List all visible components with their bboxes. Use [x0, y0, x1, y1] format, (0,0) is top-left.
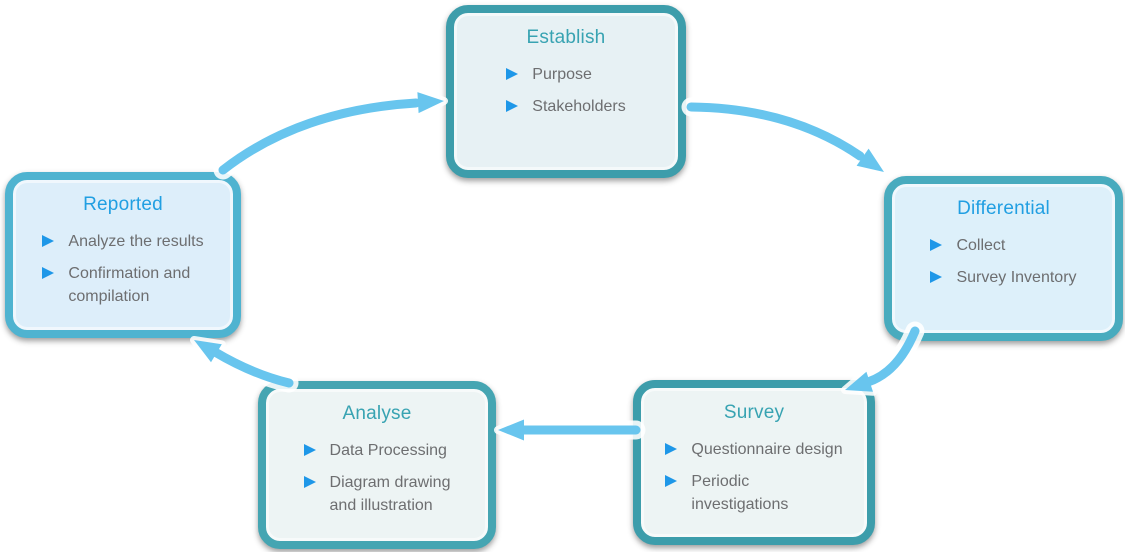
bullet-line: Data Processing — [329, 442, 447, 459]
bullet-line: Stakeholders — [532, 98, 626, 115]
box-title-establish: Establish — [526, 27, 606, 48]
bullet-item: Survey Inventory — [930, 266, 1077, 289]
bullet-item-text: Purpose — [532, 63, 592, 86]
bullet-line: Diagram drawing — [329, 474, 451, 491]
arrow-analyse-to-reported — [190, 336, 299, 393]
bullet-item-text: Stakeholders — [532, 95, 625, 118]
process-box-establish: Establish Purpose Stakeholders — [446, 5, 686, 178]
box-title-differential: Differential — [957, 198, 1050, 219]
bullet-triangle-icon — [303, 444, 316, 456]
bullet-triangle-icon — [930, 239, 943, 251]
bullet-line: compilation — [68, 288, 150, 305]
bullet-line: investigations — [691, 496, 789, 513]
bullet-item-text: Questionnaire design — [691, 438, 842, 461]
process-box-survey: Survey Questionnaire design Periodic inv… — [633, 380, 875, 545]
bullet-line: Periodic — [691, 473, 750, 490]
bullet-line: Collect — [956, 237, 1006, 254]
bullet-triangle-icon — [42, 267, 55, 279]
bullet-item: Collect — [930, 234, 1076, 257]
bullet-item-text: Periodic investigations — [691, 470, 788, 516]
bullet-item-text: Diagram drawing and illustration — [330, 471, 451, 517]
bullet-triangle-icon — [506, 100, 519, 112]
bullet-item: Stakeholders — [506, 95, 626, 118]
bullet-line: Questionnaire design — [691, 441, 843, 458]
bullet-item-text: Survey Inventory — [956, 266, 1076, 289]
bullet-triangle-icon — [506, 68, 519, 80]
bullet-triangle-icon — [665, 443, 678, 455]
arrow-reported-to-establish — [213, 88, 448, 180]
process-box-analyse: Analyse Data Processing Diagram drawing … — [258, 381, 496, 549]
bullet-item-text: Analyze the results — [68, 230, 203, 253]
bullet-item: Periodic investigations — [665, 470, 842, 516]
bullet-triangle-icon — [665, 475, 678, 487]
bullet-item-text: Data Processing — [330, 439, 447, 462]
bullet-item: Purpose — [506, 63, 625, 86]
bullet-list: Data Processing Diagram drawing and illu… — [276, 439, 478, 517]
box-title-analyse: Analyse — [342, 403, 412, 424]
bullet-item: Confirmation and compilation — [42, 262, 203, 308]
bullet-list: Collect Survey Inventory — [902, 234, 1105, 289]
box-title-survey: Survey — [723, 402, 785, 423]
process-box-reported: Reported Analyze the results Confirmatio… — [5, 172, 241, 338]
bullet-item: Diagram drawing and illustration — [303, 471, 451, 517]
bullet-item: Analyze the results — [42, 230, 204, 253]
bullet-line: Confirmation and — [68, 265, 191, 282]
arrow-establish-to-differential — [681, 97, 888, 176]
arrow-survey-to-analyse — [494, 415, 646, 445]
box-title-reported: Reported — [83, 194, 163, 215]
bullet-item: Data Processing — [303, 439, 451, 462]
bullet-list: Analyze the results Confirmation and com… — [23, 230, 223, 308]
bullet-item-text: Collect — [956, 234, 1005, 257]
bullet-line: Purpose — [532, 66, 592, 83]
process-box-differential: Differential Collect Survey Inventory — [884, 176, 1123, 341]
bullet-item-text: Confirmation and compilation — [68, 262, 190, 308]
bullet-line: and illustration — [329, 497, 433, 514]
bullet-triangle-icon — [42, 235, 55, 247]
bullet-line: Analyze the results — [68, 233, 204, 250]
bullet-list: Questionnaire design Periodic investigat… — [651, 438, 857, 516]
bullet-triangle-icon — [930, 271, 943, 283]
bullet-list: Purpose Stakeholders — [464, 63, 668, 118]
bullet-triangle-icon — [303, 476, 316, 488]
bullet-line: Survey Inventory — [956, 269, 1077, 286]
bullet-item: Questionnaire design — [665, 438, 843, 461]
